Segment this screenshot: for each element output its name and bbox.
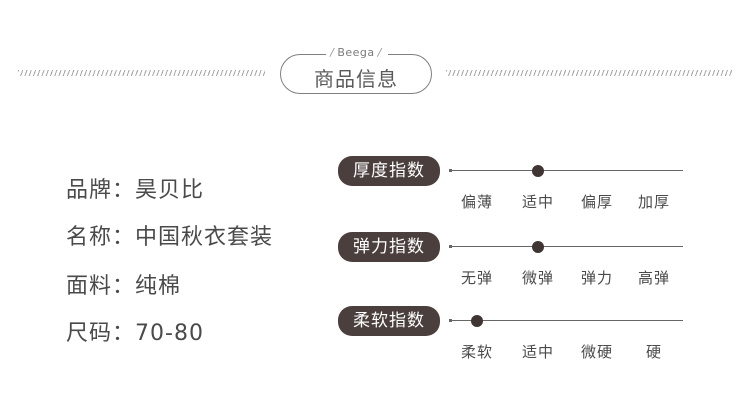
softness-option: 适中 — [521, 343, 554, 361]
elasticity-option: 微弹 — [521, 269, 554, 287]
brand-tag: /Beega/ — [330, 46, 382, 59]
softness-option: 硬 — [645, 343, 662, 361]
thickness-option: 偏薄 — [460, 193, 493, 211]
elasticity-index-marker — [532, 241, 544, 253]
info-value: 70-80 — [135, 321, 204, 346]
elasticity-option: 无弹 — [460, 269, 493, 287]
info-label: 面料 — [66, 274, 113, 299]
info-label: 名称 — [66, 225, 113, 250]
info-value: 昊贝比 — [135, 178, 205, 203]
thickness-option: 加厚 — [637, 193, 670, 211]
elasticity-index-scale — [449, 245, 683, 248]
softness-index-marker — [471, 315, 483, 327]
section-title: 商品信息 — [314, 67, 398, 91]
header-left-decoration — [18, 70, 265, 76]
thickness-index-label: 厚度指数 — [338, 156, 440, 186]
section-header: /Beega/ 商品信息 — [276, 46, 436, 98]
thickness-index-marker — [532, 165, 544, 177]
info-separator: ： — [112, 178, 136, 203]
thickness-option: 适中 — [521, 193, 554, 211]
header-right-decoration — [446, 70, 732, 76]
info-label: 品牌 — [66, 178, 113, 203]
elasticity-option: 高弹 — [637, 269, 670, 287]
info-value: 纯棉 — [135, 274, 182, 299]
thickness-option: 偏厚 — [580, 193, 613, 211]
info-value: 中国秋衣套装 — [135, 225, 274, 250]
thickness-index-scale — [449, 169, 683, 172]
elasticity-index-label: 弹力指数 — [338, 232, 440, 262]
softness-option: 微硬 — [580, 343, 613, 361]
info-row-brand: 品牌：昊贝比 — [66, 172, 204, 204]
info-row-size: 尺码：70-80 — [66, 315, 204, 347]
info-row-fabric: 面料：纯棉 — [66, 268, 181, 300]
brand-name: Beega — [337, 46, 375, 59]
info-label: 尺码 — [66, 321, 113, 346]
softness-option: 柔软 — [460, 343, 493, 361]
info-separator: ： — [112, 321, 136, 346]
info-row-name: 名称：中国秋衣套装 — [66, 219, 273, 251]
info-separator: ： — [112, 225, 136, 250]
softness-index-scale — [449, 319, 683, 322]
elasticity-option: 弹力 — [580, 269, 613, 287]
info-separator: ： — [112, 274, 136, 299]
softness-index-label: 柔软指数 — [338, 306, 440, 336]
